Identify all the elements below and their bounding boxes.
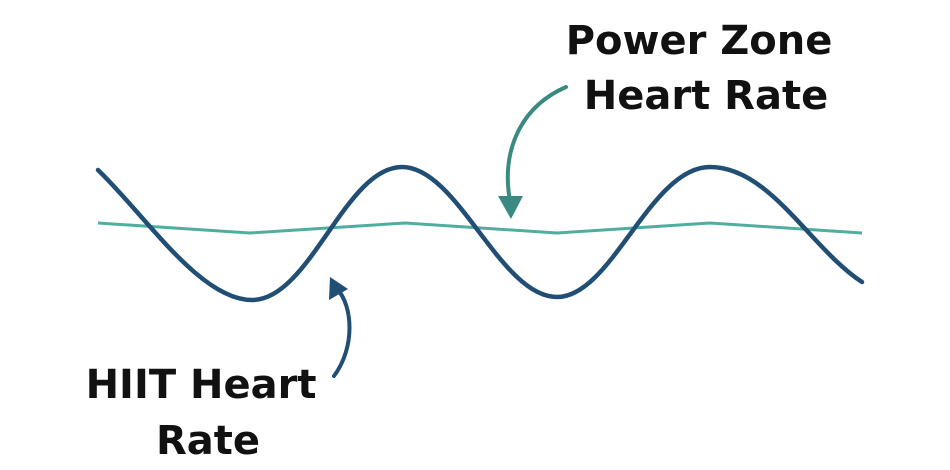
- hiit-line: [95, 164, 865, 303]
- hiit-label-line-2: Rate: [156, 418, 260, 464]
- hiit-arrow: [332, 288, 352, 378]
- power-zone-line: [97, 221, 863, 235]
- power-zone-arrow: [505, 85, 568, 208]
- power-zone-label-line-2: Heart Rate: [584, 73, 828, 119]
- power-zone-arrowhead: [498, 196, 523, 219]
- hiit-label: HIIT Heart Rate: [86, 362, 331, 464]
- hiit-arrowhead: [329, 277, 348, 300]
- power-zone-label: Power Zone Heart Rate: [566, 18, 847, 119]
- hiit-label-line-1: HIIT Heart: [86, 362, 317, 408]
- power-zone-label-line-1: Power Zone: [566, 18, 833, 64]
